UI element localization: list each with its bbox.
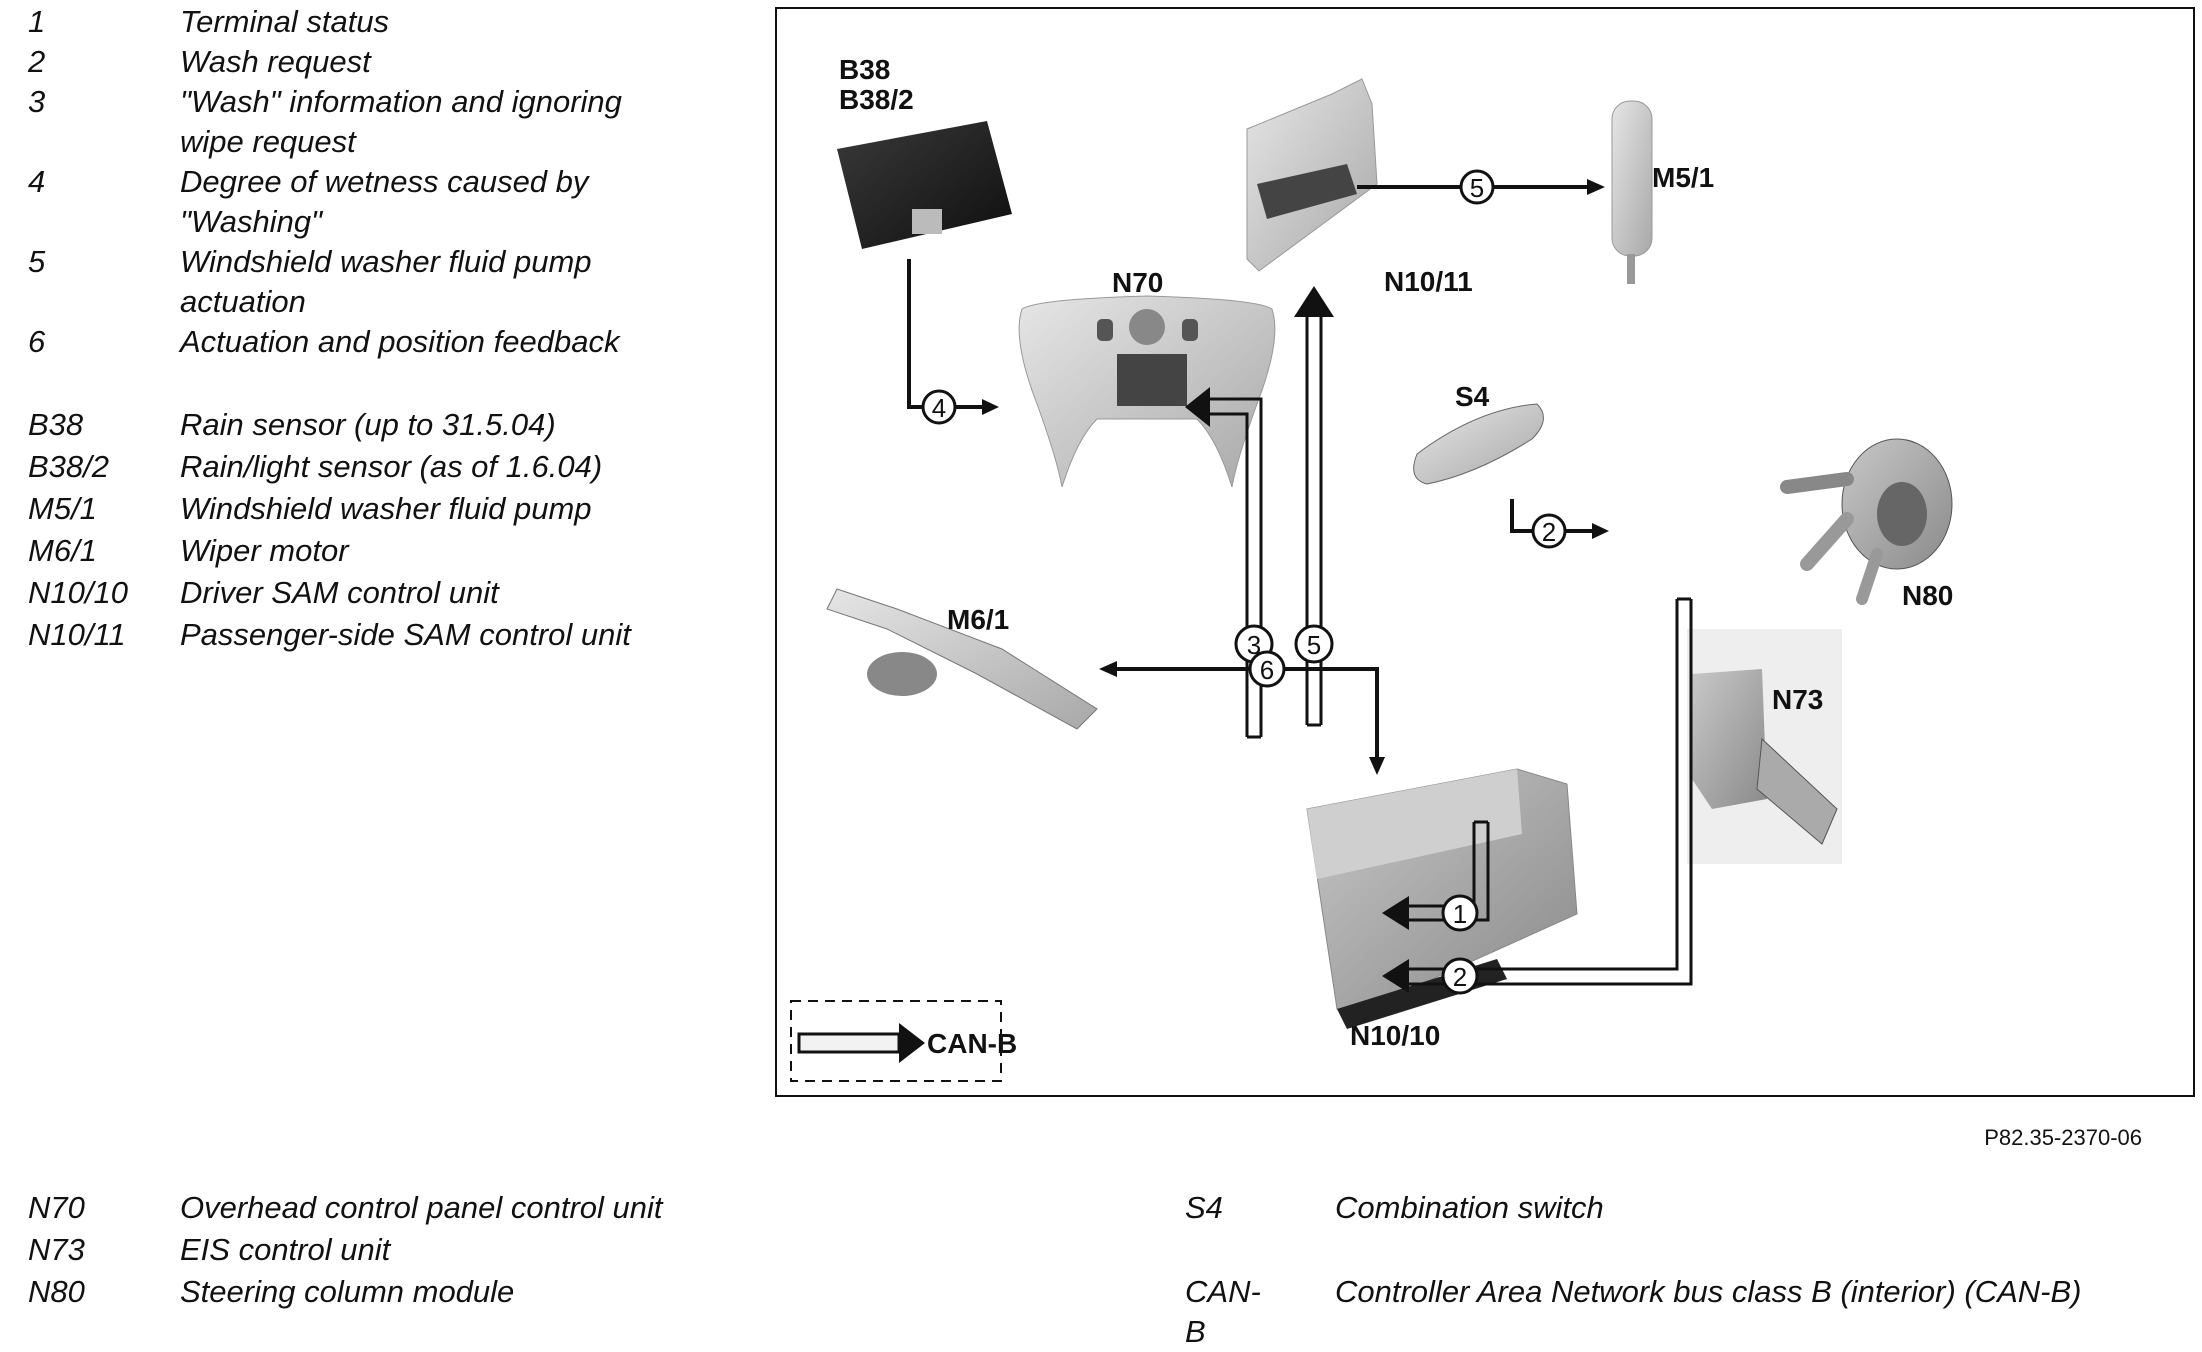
signal-4-connection: 4 [907, 259, 999, 425]
legend-code: 6 [28, 324, 46, 359]
legend-description: Steering column module [180, 1274, 515, 1309]
legend-code: N73 [28, 1232, 85, 1267]
b38-rain-sensor: B38 B38/2 [837, 54, 1012, 249]
n10-11-passenger-sam: N10/11 [1246, 78, 1473, 297]
legend-code: 4 [28, 164, 46, 199]
legend-code: 1 [28, 4, 46, 39]
can-b-legend: CAN-B [790, 1000, 1017, 1082]
legend-description: Rain sensor (up to 31.5.04) [180, 407, 556, 442]
n10-10-label: N10/10 [1350, 1020, 1440, 1051]
legend-description: Driver SAM control unit [180, 575, 499, 610]
legend-code: S4 [1185, 1190, 1223, 1225]
n70-label: N70 [1112, 267, 1163, 298]
legend-code: B38 [28, 407, 84, 442]
signal-2-switch-connection: 2 [1510, 499, 1609, 549]
m5-1-washer-pump: M5/1 [1611, 100, 1714, 284]
legend-code: CAN-B [1185, 1274, 1261, 1349]
legend-description: Windshield washer fluid pump [180, 244, 592, 279]
n80-steering-column-module: N80 [1780, 438, 1953, 611]
signal-1-can-connection: 1 [1382, 820, 1490, 932]
signal-2-can-connection: 2 [1382, 597, 1693, 995]
b38-label: B38 [839, 54, 890, 85]
can-b-legend-label: CAN-B [927, 1028, 1017, 1059]
legend-description: Windshield washer fluid pump [180, 491, 592, 526]
legend-description: Wash request [180, 44, 371, 79]
n70-overhead-panel: N70 [1018, 267, 1276, 488]
legend-description: wipe request [180, 124, 356, 159]
legend-description: Degree of wetness caused by [180, 164, 589, 199]
signal-4-badge: 4 [932, 393, 946, 423]
signal-6-connection: 6 [1099, 650, 1385, 775]
figure-id: P82.35-2370-06 [1984, 1125, 2142, 1150]
legend-description: Combination switch [1335, 1190, 1604, 1225]
signal-5-pump-badge: 5 [1470, 173, 1484, 203]
legend-description: "Washing" [180, 204, 323, 239]
signal-5-pump-connection: 5 [1357, 169, 1605, 205]
legend-code: M6/1 [28, 533, 97, 568]
m6-1-label: M6/1 [947, 604, 1009, 635]
n10-11-label: N10/11 [1384, 266, 1473, 297]
signal-5-can-badge: 5 [1307, 630, 1321, 660]
legend-description: "Wash" information and ignoring [180, 84, 622, 119]
legend-description: actuation [180, 284, 306, 319]
legend-description: Controller Area Network bus class B (int… [1335, 1274, 2082, 1309]
n10-10-driver-sam: N10/10 [1306, 768, 1578, 1051]
m5-1-label: M5/1 [1652, 162, 1714, 193]
signal-2-can-badge: 2 [1453, 962, 1467, 992]
signal-1-badge: 1 [1453, 899, 1467, 929]
legend-description: Passenger-side SAM control unit [180, 617, 631, 652]
n73-eis-control-unit: N73 [1687, 629, 1842, 864]
legend-code: M5/1 [28, 491, 97, 526]
s4-label: S4 [1455, 381, 1490, 412]
legend-code: 5 [28, 244, 46, 279]
m6-1-wiper-motor: M6/1 [826, 588, 1098, 730]
legend-description: Overhead control panel control unit [180, 1190, 663, 1225]
legend-code: 2 [28, 44, 46, 79]
legend-code: N10/10 [28, 575, 128, 610]
legend-code: 3 [28, 84, 46, 119]
legend-description: Rain/light sensor (as of 1.6.04) [180, 449, 603, 484]
legend-code: N70 [28, 1190, 85, 1225]
legend-code: B38/2 [28, 449, 110, 484]
legend-description: Actuation and position feedback [180, 324, 620, 359]
legend-description: Terminal status [180, 4, 390, 39]
legend-description: Wiper motor [180, 533, 349, 568]
wiring-diagram: B38 B38/2 N70 N10/11 M5/1 S4 N80 [775, 7, 2195, 1097]
signal-3-badge: 3 [1247, 630, 1261, 660]
n73-label: N73 [1772, 684, 1823, 715]
signal-5-can-connection: 5 [1294, 286, 1334, 727]
s4-combination-switch: S4 [1413, 381, 1544, 485]
n80-label: N80 [1902, 580, 1953, 611]
legend-description: EIS control unit [180, 1232, 391, 1267]
legend-code: N80 [28, 1274, 85, 1309]
b38-2-label: B38/2 [839, 84, 914, 115]
signal-6-badge: 6 [1260, 655, 1274, 685]
signal-2-switch-badge: 2 [1542, 517, 1556, 547]
legend-code: N10/11 [28, 617, 126, 652]
